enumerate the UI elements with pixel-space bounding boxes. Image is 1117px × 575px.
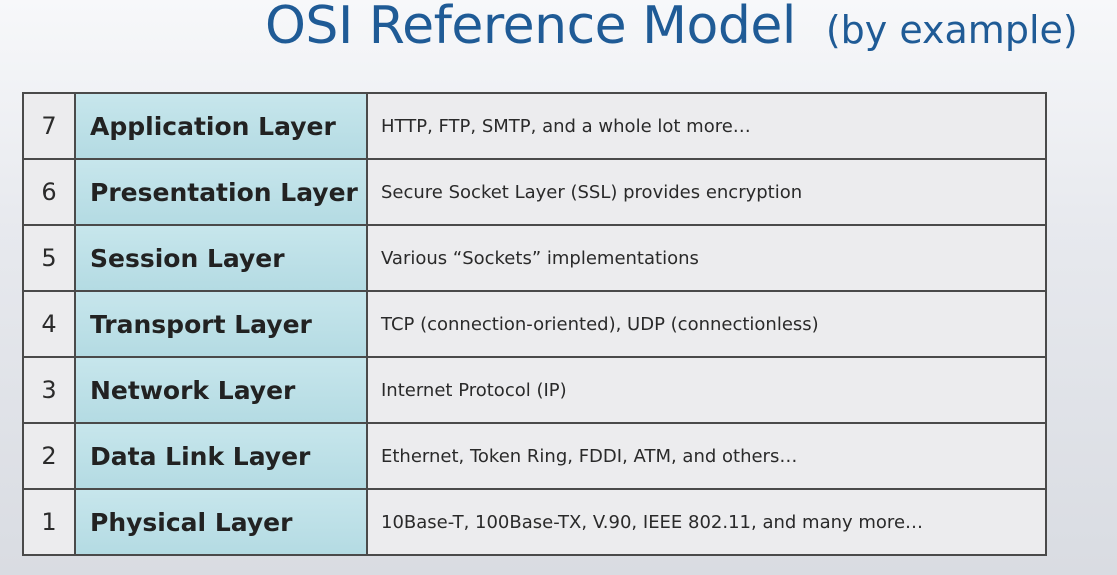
osi-layer-table: 7 Application Layer HTTP, FTP, SMTP, and… bbox=[22, 92, 1047, 556]
layer-name: Data Link Layer bbox=[74, 422, 368, 490]
layer-row-3: 3 Network Layer Internet Protocol (IP) bbox=[22, 356, 1047, 424]
layer-row-6: 6 Presentation Layer Secure Socket Layer… bbox=[22, 158, 1047, 226]
layer-number: 3 bbox=[22, 356, 76, 424]
layer-name: Presentation Layer bbox=[74, 158, 368, 226]
layer-example: Various “Sockets” implementations bbox=[366, 224, 1047, 292]
layer-name: Transport Layer bbox=[74, 290, 368, 358]
layer-name: Network Layer bbox=[74, 356, 368, 424]
layer-row-5: 5 Session Layer Various “Sockets” implem… bbox=[22, 224, 1047, 292]
layer-example: 10Base-T, 100Base-TX, V.90, IEEE 802.11,… bbox=[366, 488, 1047, 556]
layer-row-7: 7 Application Layer HTTP, FTP, SMTP, and… bbox=[22, 92, 1047, 160]
layer-name: Application Layer bbox=[74, 92, 368, 160]
layer-name: Physical Layer bbox=[74, 488, 368, 556]
layer-number: 4 bbox=[22, 290, 76, 358]
layer-name: Session Layer bbox=[74, 224, 368, 292]
layer-number: 2 bbox=[22, 422, 76, 490]
layer-number: 5 bbox=[22, 224, 76, 292]
layer-example: HTTP, FTP, SMTP, and a whole lot more… bbox=[366, 92, 1047, 160]
slide-title: OSI Reference Model (by example) bbox=[265, 0, 1078, 66]
layer-example: TCP (connection-oriented), UDP (connecti… bbox=[366, 290, 1047, 358]
layer-example: Ethernet, Token Ring, FDDI, ATM, and oth… bbox=[366, 422, 1047, 490]
layer-number: 1 bbox=[22, 488, 76, 556]
layer-row-2: 2 Data Link Layer Ethernet, Token Ring, … bbox=[22, 422, 1047, 490]
title-subtitle: (by example) bbox=[825, 8, 1078, 52]
layer-row-4: 4 Transport Layer TCP (connection-orient… bbox=[22, 290, 1047, 358]
layer-number: 7 bbox=[22, 92, 76, 160]
layer-example: Secure Socket Layer (SSL) provides encry… bbox=[366, 158, 1047, 226]
layer-row-1: 1 Physical Layer 10Base-T, 100Base-TX, V… bbox=[22, 488, 1047, 556]
layer-number: 6 bbox=[22, 158, 76, 226]
layer-example: Internet Protocol (IP) bbox=[366, 356, 1047, 424]
title-main: OSI Reference Model bbox=[265, 0, 796, 56]
